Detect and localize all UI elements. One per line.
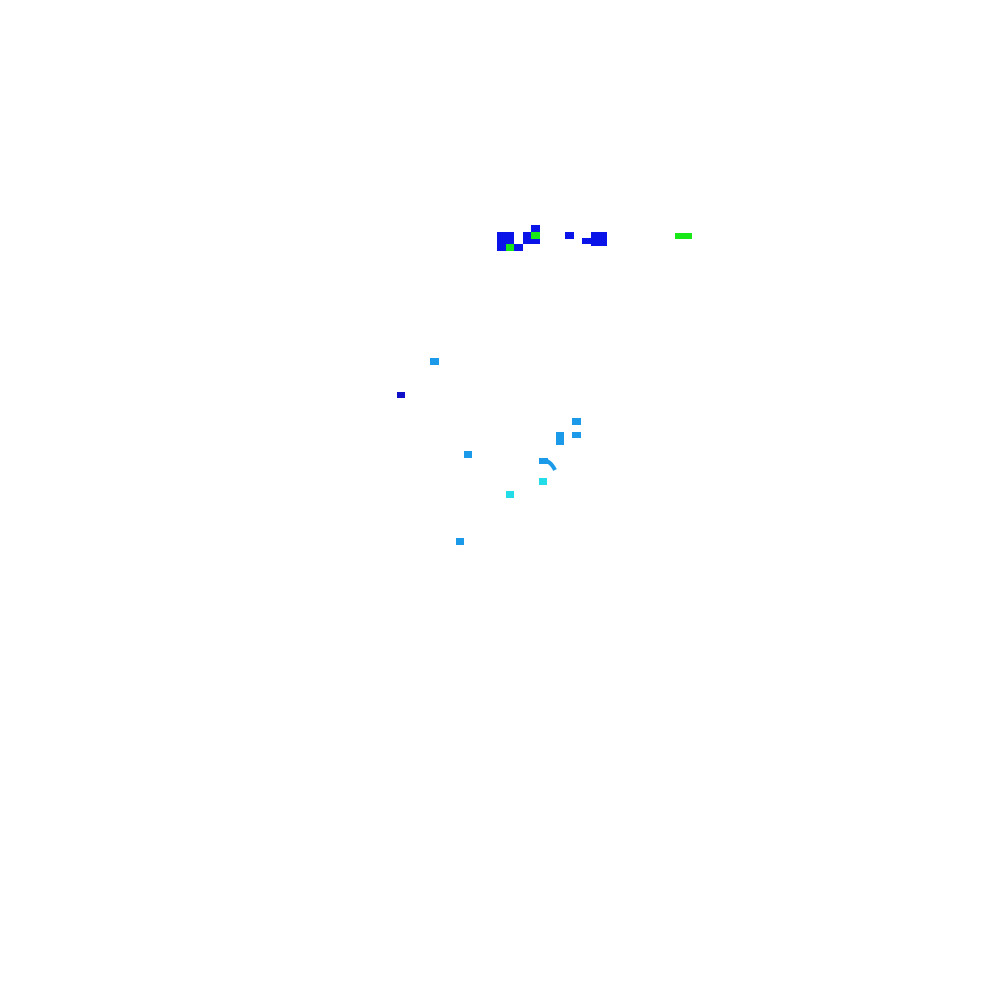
light-blue-block <box>556 432 564 445</box>
light-blue-block <box>456 538 464 545</box>
green-block <box>506 244 514 251</box>
cyan-block <box>539 478 547 485</box>
blue-block <box>531 225 540 232</box>
green-block <box>675 233 692 239</box>
light-blue-block <box>572 418 581 425</box>
light-blue-block <box>572 432 581 438</box>
light-blue-block <box>464 451 472 458</box>
light-blue-block <box>430 358 439 365</box>
dark-blue-block <box>397 392 405 398</box>
light-blue-arc-path <box>541 458 557 471</box>
green-block <box>531 232 540 239</box>
cyan-block <box>506 491 514 498</box>
blue-block <box>565 232 574 239</box>
blue-block <box>582 238 591 244</box>
blue-block <box>591 232 607 246</box>
blue-block <box>514 244 523 251</box>
light-blue-arc <box>541 458 557 471</box>
